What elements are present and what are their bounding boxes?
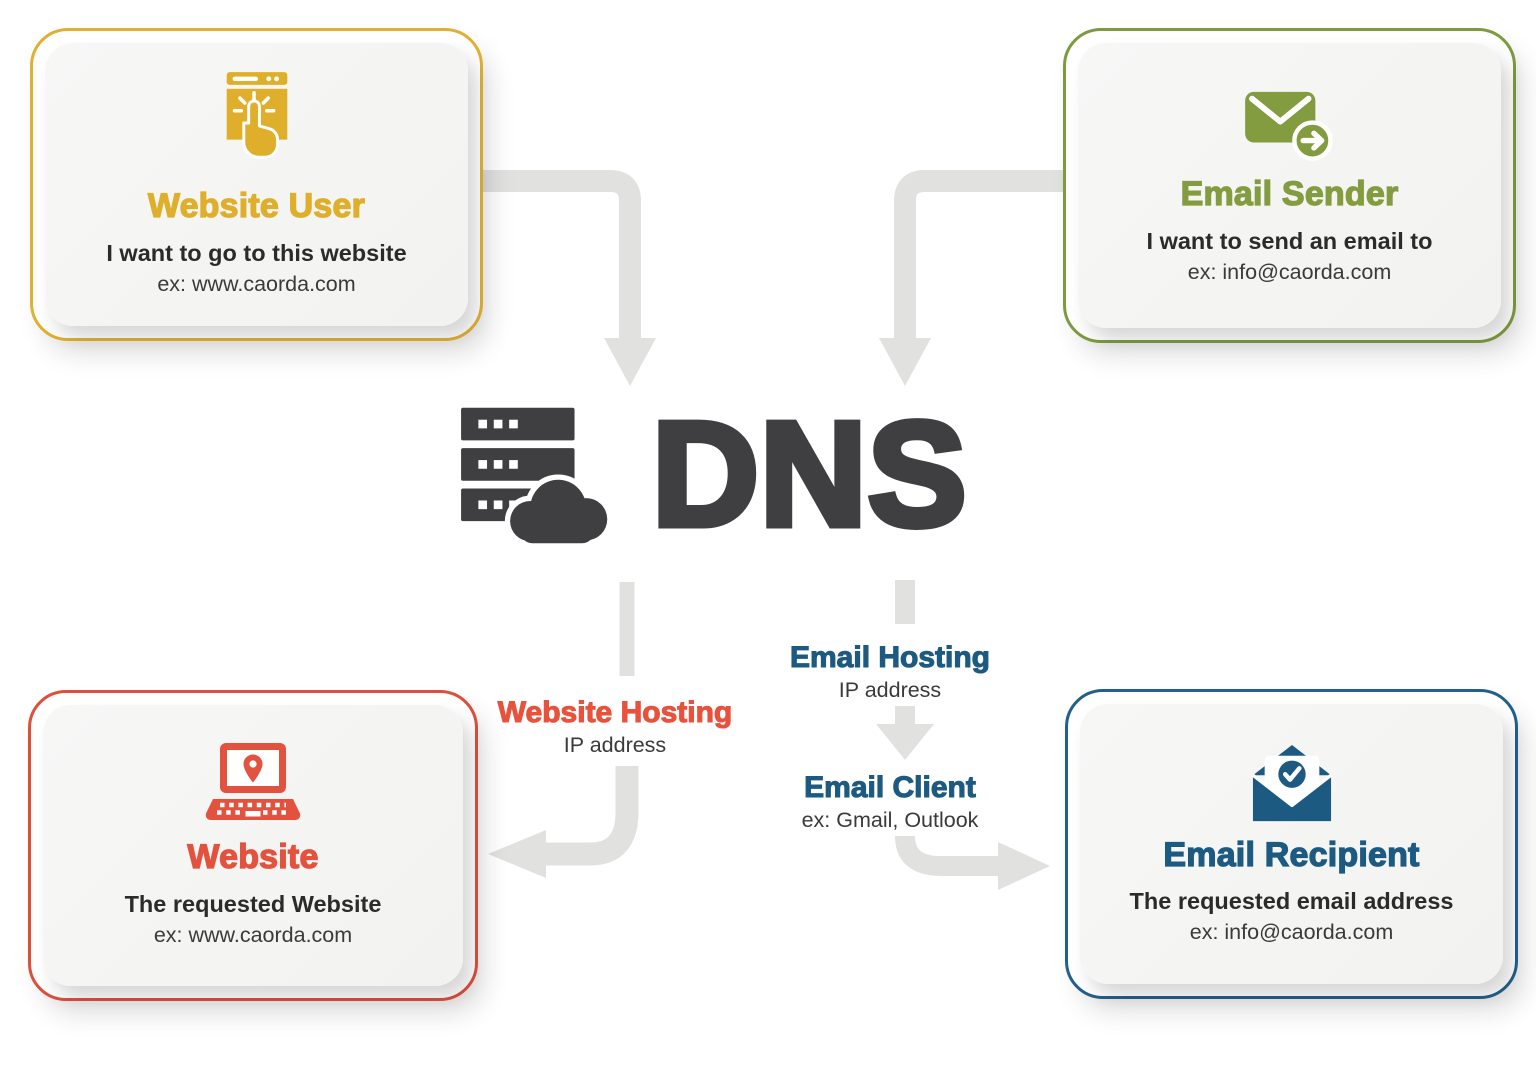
email-sender-card: Email Sender I want to send an email to … — [1063, 28, 1516, 343]
website-user-line1: I want to go to this website — [106, 239, 407, 266]
arrowhead-down-right — [879, 338, 931, 386]
website-line1: The requested Website — [124, 890, 382, 917]
website-hosting-title: Website Hosting — [497, 695, 733, 729]
email-sender-title: Email Sender — [1180, 175, 1399, 214]
email-client-subtitle: ex: Gmail, Outlook — [801, 808, 979, 832]
arrow-email-client-to-recipient — [895, 835, 998, 876]
arrow-email-sender-to-dns — [894, 170, 1072, 342]
email-sender-line1: I want to send an email to — [1146, 227, 1433, 254]
dns-center: DNS — [458, 392, 970, 558]
website-card-surface: Website The requested Website ex: www.ca… — [43, 705, 463, 986]
dns-label: DNS — [648, 392, 969, 558]
email-hosting-label: Email Hosting IP address — [725, 640, 1055, 703]
email-hosting-title: Email Hosting — [789, 640, 991, 674]
website-user-card: Website User I want to go to this websit… — [30, 28, 483, 341]
website-hosting-subtitle: IP address — [563, 733, 667, 757]
email-hosting-subtitle: IP address — [838, 678, 942, 702]
email-sender-card-surface: Email Sender I want to send an email to … — [1078, 43, 1501, 328]
open-mail-check-icon — [1251, 744, 1332, 821]
email-client-title: Email Client — [804, 770, 977, 804]
arrowhead-down-mid — [876, 724, 934, 760]
email-recipient-line2: ex: info@caorda.com — [1189, 920, 1394, 945]
website-user-line2: ex: www.caorda.com — [157, 271, 356, 296]
email-send-icon — [1244, 92, 1333, 162]
website-title: Website — [187, 838, 319, 877]
email-recipient-card: Email Recipient The requested email addr… — [1065, 689, 1518, 999]
arrowhead-right — [998, 842, 1050, 890]
website-user-card-surface: Website User I want to go to this websit… — [45, 43, 468, 326]
website-user-title: Website User — [147, 187, 366, 226]
website-line2: ex: www.caorda.com — [153, 922, 353, 947]
email-sender-line2: ex: info@caorda.com — [1187, 259, 1392, 284]
email-recipient-line1: The requested email address — [1129, 888, 1454, 915]
arrowhead-down-left — [604, 338, 656, 386]
arrow-website-hosting-to-website — [546, 766, 639, 866]
email-recipient-title: Email Recipient — [1163, 835, 1420, 874]
browser-click-icon — [226, 72, 287, 160]
website-card: Website The requested Website ex: www.ca… — [28, 690, 478, 1001]
arrow-website-user-to-dns — [468, 170, 641, 342]
email-recipient-card-surface: Email Recipient The requested email addr… — [1080, 704, 1503, 984]
laptop-location-icon — [205, 743, 301, 821]
email-client-label: Email Client ex: Gmail, Outlook — [725, 770, 1055, 833]
website-hosting-label: Website Hosting IP address — [450, 695, 780, 758]
arrowhead-left — [488, 830, 546, 878]
dns-server-cloud-icon — [461, 407, 613, 549]
